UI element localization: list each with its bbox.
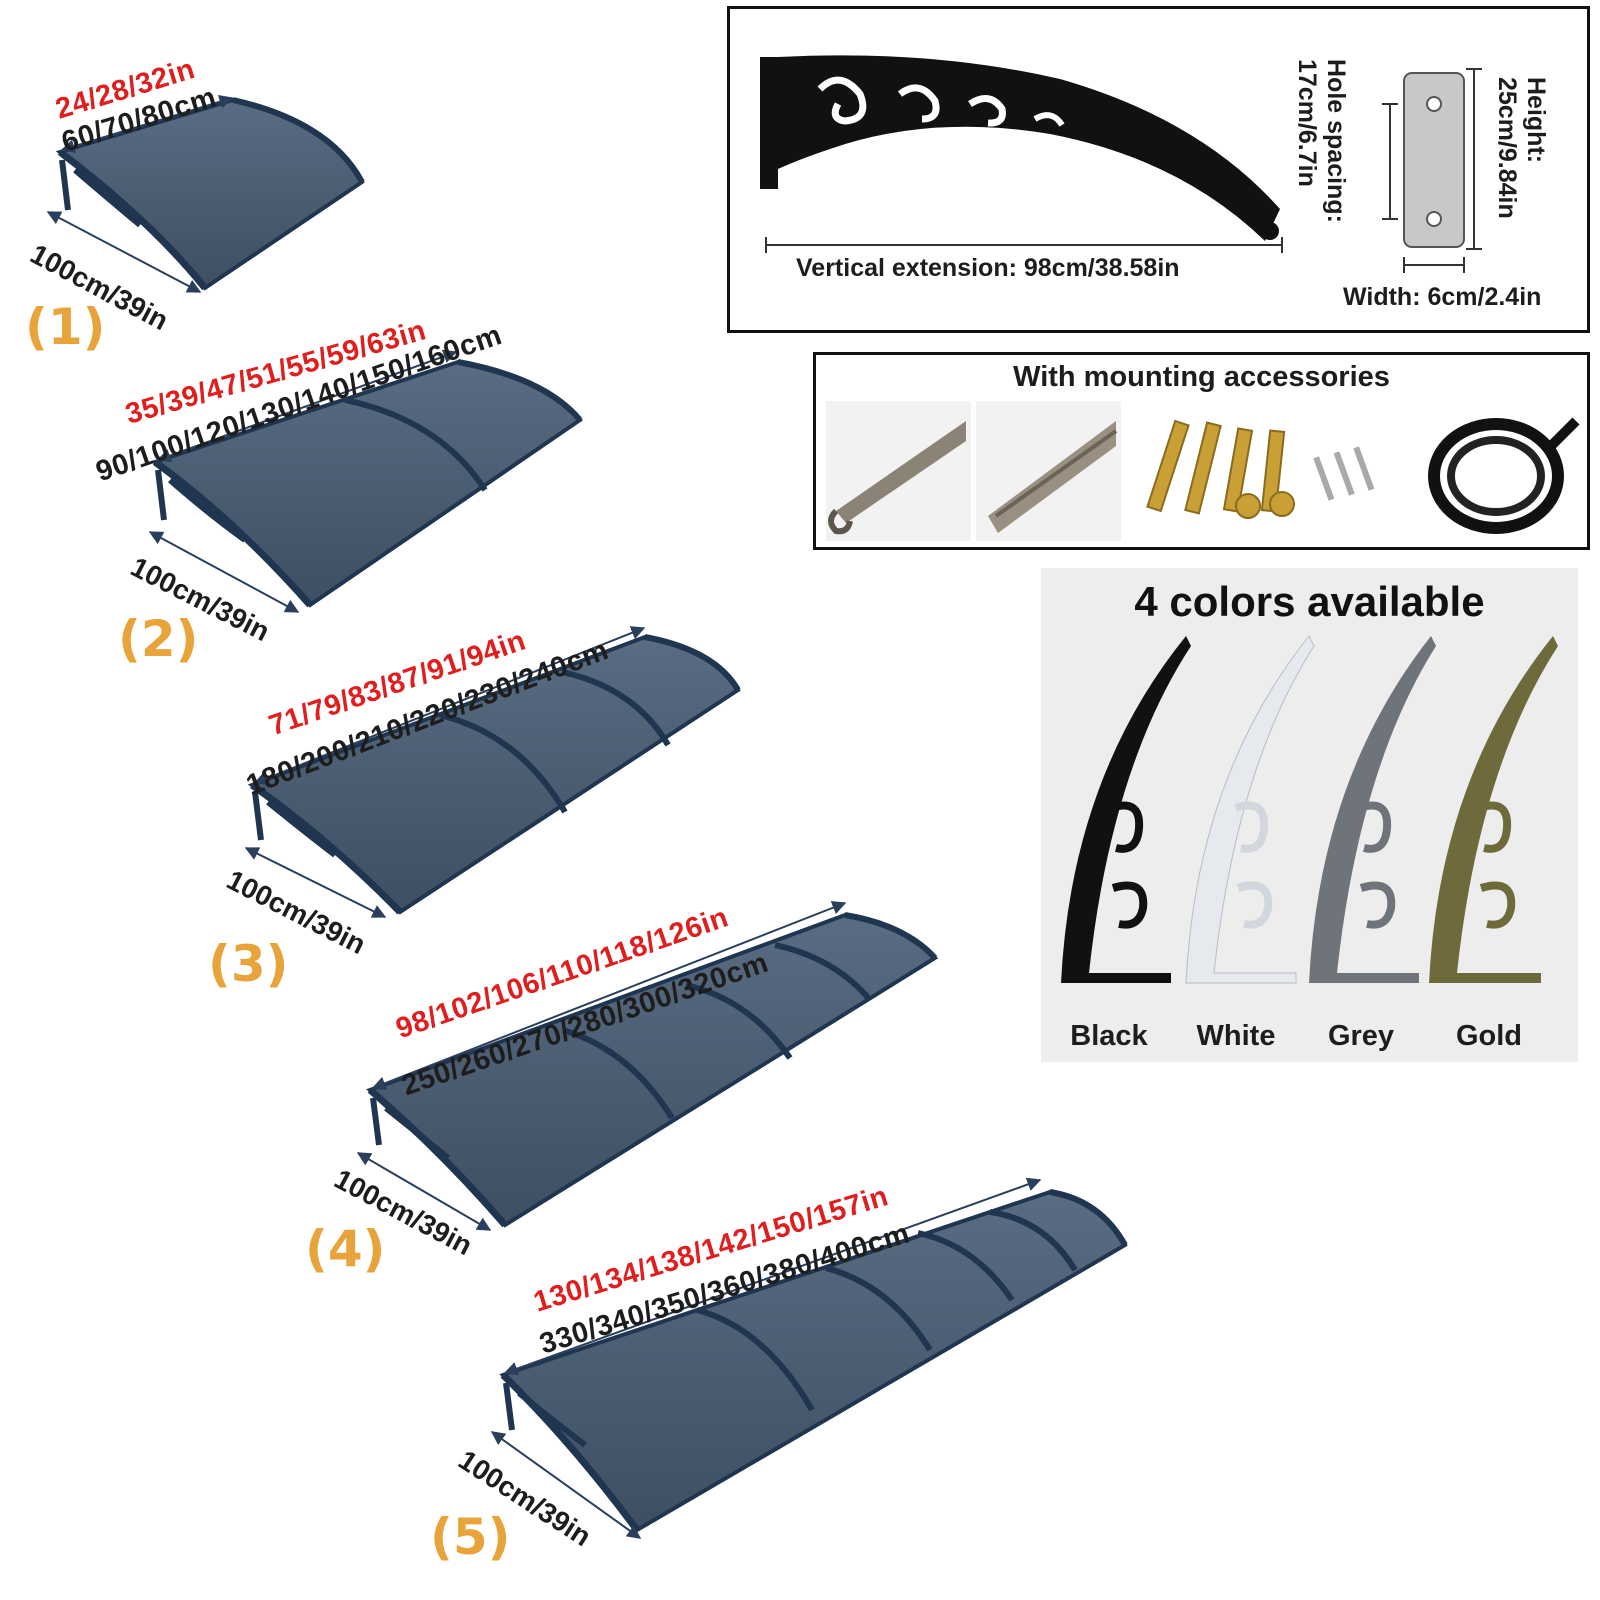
canopy-2 <box>148 349 583 613</box>
canopy-3 <box>244 626 741 918</box>
canopy-5 <box>490 1177 1128 1539</box>
color-label-white: White <box>1196 1020 1276 1052</box>
accessories-title: With mounting accessories <box>1013 361 1390 393</box>
canopy-4-index: (4) <box>305 1220 386 1278</box>
screws-and-anchors-icon <box>1146 419 1375 519</box>
canopy-1 <box>46 94 365 293</box>
height-label: Height: 25cm/9.84in <box>1493 77 1550 219</box>
bracket-grey-icon <box>1309 636 1436 983</box>
width-label: Width: 6cm/2.4in <box>1343 283 1542 311</box>
rubber-seal-strip-icon <box>1428 417 1580 534</box>
color-label-black: Black <box>1070 1020 1148 1052</box>
color-label-gold: Gold <box>1455 1020 1523 1052</box>
aluminium-profile-icon <box>976 401 1121 541</box>
bracket-spec-panel: Vertical extension: 98cm/38.58in Height:… <box>727 6 1590 333</box>
bracket-black-icon <box>1061 636 1191 983</box>
canopy-5-index: (5) <box>430 1508 511 1566</box>
bracket-white-icon <box>1185 635 1315 984</box>
accessories-panel: With mounting accessories <box>813 352 1590 550</box>
canopy-1-index: (1) <box>25 298 106 356</box>
aluminium-rail-icon <box>826 401 971 541</box>
hole-spacing-label: Hole spacing: 17cm/6.7in <box>1293 59 1350 223</box>
color-label-grey: Grey <box>1327 1020 1395 1052</box>
canopy-2-index: (2) <box>118 610 199 668</box>
bracket-gold-icon <box>1429 636 1558 983</box>
color-brackets <box>1061 635 1558 984</box>
vertical-extension-label: Vertical extension: 98cm/38.58in <box>796 254 1180 282</box>
colors-panel: 4 colors available Black White Grey Gold <box>1041 568 1578 1062</box>
colors-title: 4 colors available <box>1134 578 1485 625</box>
canopy-3-index: (3) <box>208 935 289 993</box>
bracket-drawing <box>760 55 1482 273</box>
